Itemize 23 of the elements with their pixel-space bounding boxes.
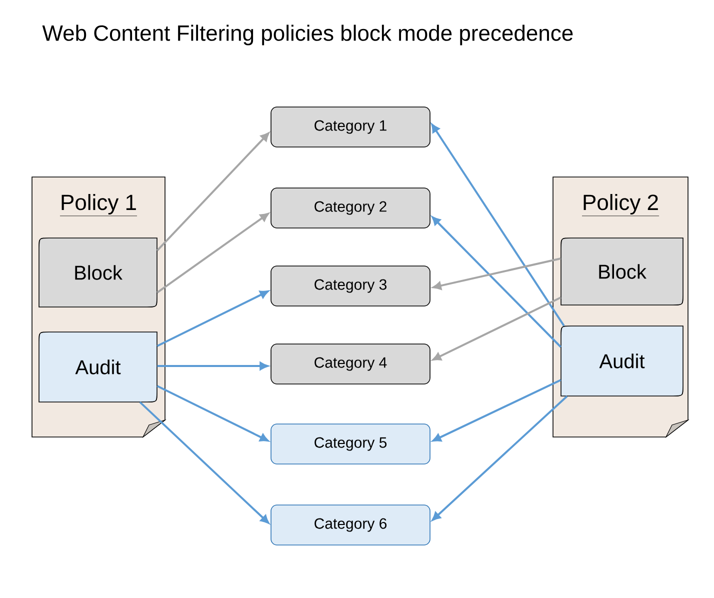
category-box: Category 5	[270, 424, 430, 464]
category-box: Category 6	[270, 504, 430, 546]
title: Web Content Filtering policies block mode precedence	[42, 24, 573, 46]
arrow	[431, 124, 565, 326]
arrow	[156, 213, 269, 294]
mode-box: Block	[560, 238, 684, 306]
mode-box: Audit	[38, 332, 158, 402]
arrow	[156, 132, 270, 252]
arrow	[156, 385, 269, 442]
arrow	[157, 362, 268, 370]
category-box: Category 4	[270, 344, 430, 384]
arrow	[156, 290, 269, 347]
arrow	[432, 216, 562, 348]
category-box: Category 2	[270, 188, 430, 228]
arrow	[432, 379, 562, 442]
mode-box: Block	[38, 238, 158, 308]
arrow	[432, 296, 562, 360]
arrow	[432, 258, 562, 290]
mode-box: Audit	[560, 326, 684, 396]
arrow	[139, 401, 270, 524]
category-box: Category 1	[270, 106, 430, 148]
category-box: Category 3	[270, 266, 430, 306]
arrow	[432, 395, 568, 521]
